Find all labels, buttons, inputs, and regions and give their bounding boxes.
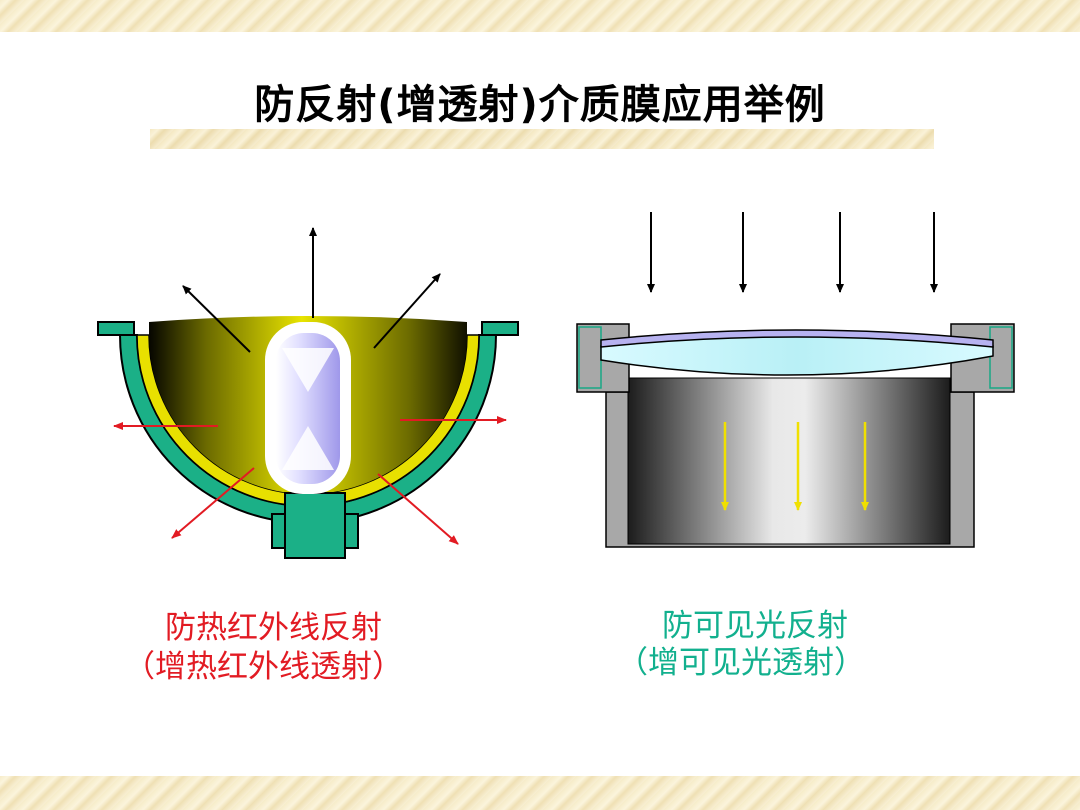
lens-housing <box>576 212 1015 548</box>
infrared-arrow-lower-right <box>377 473 459 545</box>
left-caption-line2: （增热红外线透射） <box>124 649 403 685</box>
reflector-lamp <box>97 227 519 559</box>
slide-title: 防反射(增透射)介质膜应用举例 <box>254 82 826 128</box>
housing-right-inset <box>989 326 1013 389</box>
visible-light-arrow-left <box>182 285 251 353</box>
bottom-texture-band <box>0 776 1080 810</box>
left-caption-line1: 防热红外线反射 <box>165 610 382 646</box>
lens-coating-film <box>600 329 994 348</box>
lamp-filament-top <box>282 348 334 392</box>
visible-light-arrow-right <box>373 273 441 349</box>
title-underline-bar <box>150 129 934 149</box>
lamp-socket <box>284 492 346 559</box>
right-caption-line2: （增可见光透射） <box>617 645 865 681</box>
housing-inner-cylinder <box>627 377 951 545</box>
reflector-left-flange <box>97 321 135 336</box>
infrared-arrow-lower-left <box>171 467 255 539</box>
top-texture-band <box>0 0 1080 32</box>
lamp-bulb <box>276 333 340 484</box>
right-caption-line1: 防可见光反射 <box>662 608 848 644</box>
lamp-filament-bottom <box>282 426 334 470</box>
reflector-right-flange <box>481 321 519 336</box>
